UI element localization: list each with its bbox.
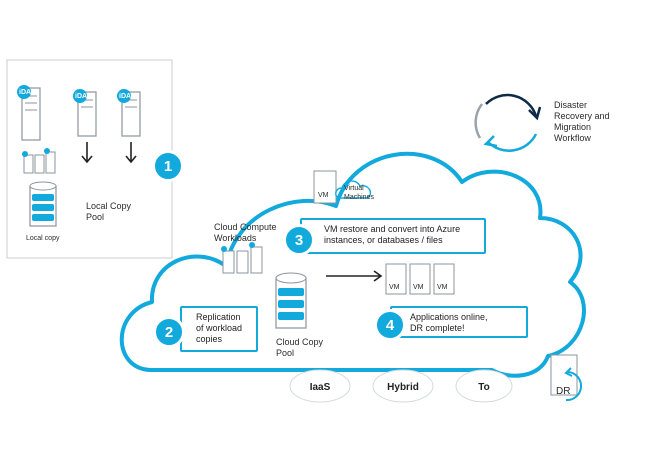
- workflow-title: Disaster Recovery and Migration Workflow: [554, 100, 610, 143]
- cloud-database-icon: [275, 272, 307, 329]
- local-copy-icons: [22, 148, 56, 174]
- cloud-copy-pool-label: Cloud Copy Pool: [276, 337, 324, 358]
- virtual-machines-label: Virtual Machines: [344, 185, 374, 201]
- pill-to: To: [462, 376, 506, 398]
- step-1-badge: 1: [152, 150, 184, 182]
- step-3-box: VM restore and convert into Azure instan…: [300, 218, 486, 254]
- step-4-box: Applications online, DR complete!: [390, 306, 528, 338]
- step-4-badge: 4: [374, 309, 406, 341]
- local-server-3: [117, 89, 141, 164]
- step-4-text: Applications online, DR complete!: [410, 312, 488, 333]
- server-tag-3: iDA: [119, 93, 132, 100]
- step-3-text: VM restore and convert into Azure instan…: [324, 224, 461, 245]
- vm-tag-top: VM: [318, 192, 329, 199]
- dr-icon: [550, 354, 583, 402]
- vm-tag-3: VM: [437, 284, 448, 291]
- virtual-machines-icon: [313, 170, 372, 204]
- cloud-workload-icons: [221, 242, 263, 274]
- local-database-icon: [29, 181, 57, 227]
- arrow-to-vms: [326, 270, 383, 282]
- step-2-badge: 2: [153, 316, 185, 348]
- local-copy-pool-label: Local Copy Pool: [86, 201, 132, 222]
- local-copy-label: Local copy: [26, 235, 60, 242]
- vm-tag-1: VM: [389, 284, 400, 291]
- step-2-box: Replication of workload copies: [180, 306, 258, 352]
- dr-label: DR: [556, 386, 571, 397]
- pill-iaas: IaaS: [296, 376, 344, 398]
- vm-tag-2: VM: [413, 284, 424, 291]
- step-2-text: Replication of workload copies: [196, 312, 243, 344]
- restored-vm-icons: [385, 263, 455, 295]
- pill-hybrid: Hybrid: [378, 376, 428, 398]
- cloud-workloads-label: Cloud Compute Workloads: [214, 222, 277, 243]
- server-tag-2: iDA: [75, 93, 88, 100]
- local-server-1: [17, 85, 41, 141]
- server-tag-1: iDA: [19, 89, 32, 96]
- step-3-badge: 3: [283, 224, 315, 256]
- local-server-2: [73, 89, 97, 164]
- workflow-cycle-icon: [474, 93, 542, 152]
